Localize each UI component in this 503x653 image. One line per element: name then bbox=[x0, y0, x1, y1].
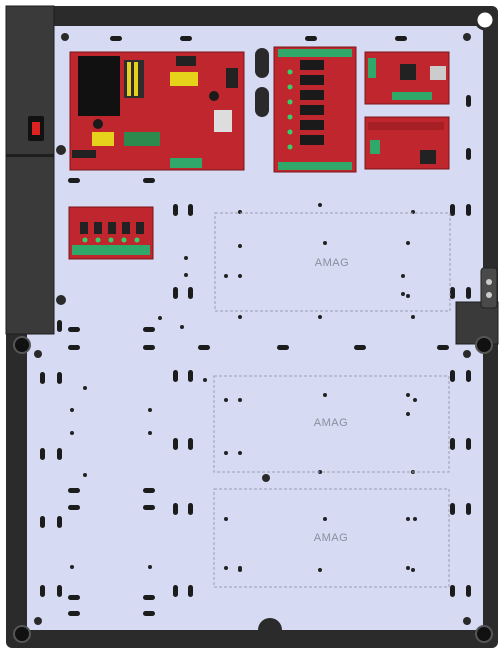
interface-board-bottom bbox=[364, 116, 450, 170]
amag-zone-1-label: AMAG bbox=[314, 257, 350, 269]
door-hinge-panel bbox=[5, 5, 55, 335]
amag-zone-3 bbox=[213, 488, 450, 588]
interface-board-top bbox=[364, 51, 450, 105]
power-switch-icon[interactable] bbox=[28, 116, 44, 141]
amag-zone-3-label: AMAG bbox=[313, 532, 349, 544]
amag-zone-2-label: AMAG bbox=[313, 417, 349, 429]
power-supply-board bbox=[69, 51, 245, 171]
keyhole-lock-icon[interactable] bbox=[455, 267, 499, 345]
amag-zone-2 bbox=[213, 375, 450, 473]
relay-module-board bbox=[273, 46, 357, 173]
power-distribution-board bbox=[68, 206, 154, 260]
amag-zone-1 bbox=[214, 212, 451, 312]
mounting-screw-icon bbox=[13, 336, 493, 643]
mounting-slots bbox=[40, 95, 471, 597]
